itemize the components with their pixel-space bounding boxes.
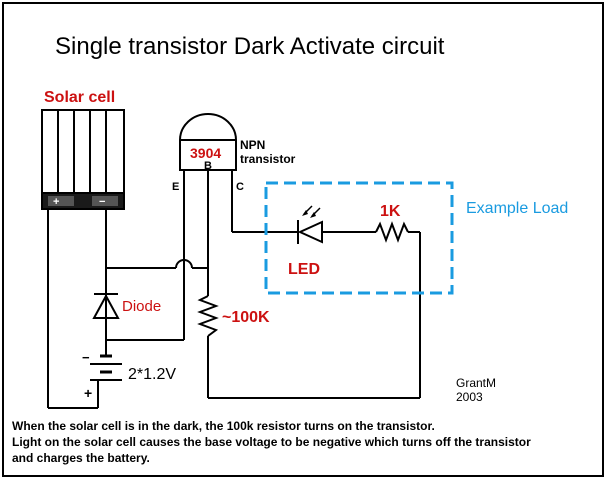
diode-label: Diode bbox=[122, 298, 161, 315]
example-load-label: Example Load bbox=[466, 200, 568, 217]
solar-cell: + − bbox=[41, 109, 125, 210]
year-label: 2003 bbox=[456, 390, 483, 404]
description-line-3: and charges the battery. bbox=[12, 451, 150, 465]
battery-label: 2*1.2V bbox=[128, 366, 176, 383]
example-load-box bbox=[264, 181, 454, 295]
transistor-part-number: 3904 bbox=[190, 145, 221, 161]
led-label: LED bbox=[288, 261, 320, 278]
solar-plus-terminal: + bbox=[53, 196, 59, 208]
solar-minus-terminal: − bbox=[99, 196, 105, 208]
battery-minus-label: − bbox=[82, 350, 90, 365]
load-resistor-label: 1K bbox=[380, 203, 401, 220]
author-label: GrantM bbox=[456, 376, 496, 390]
diode-symbol bbox=[92, 292, 120, 322]
wires bbox=[47, 170, 421, 409]
battery-symbol bbox=[90, 350, 122, 395]
transistor-base-label: B bbox=[204, 160, 212, 172]
collector-label: C bbox=[236, 181, 244, 193]
led-symbol bbox=[297, 205, 323, 244]
description-line-2: Light on the solar cell causes the base … bbox=[12, 435, 531, 449]
base-resistor bbox=[197, 295, 219, 337]
description-line-1: When the solar cell is in the dark, the … bbox=[12, 419, 435, 433]
battery-plus-label: + bbox=[84, 385, 92, 401]
transistor: 3904 B bbox=[179, 113, 237, 180]
solar-cell-label: Solar cell bbox=[44, 89, 115, 106]
page-title: Single transistor Dark Activate circuit bbox=[55, 33, 445, 60]
emitter-label: E bbox=[172, 181, 179, 193]
transistor-type-line2: transistor bbox=[240, 152, 296, 166]
load-resistor bbox=[375, 221, 409, 243]
base-resistor-label: ~100K bbox=[222, 309, 270, 326]
transistor-type-line1: NPN bbox=[240, 138, 265, 152]
